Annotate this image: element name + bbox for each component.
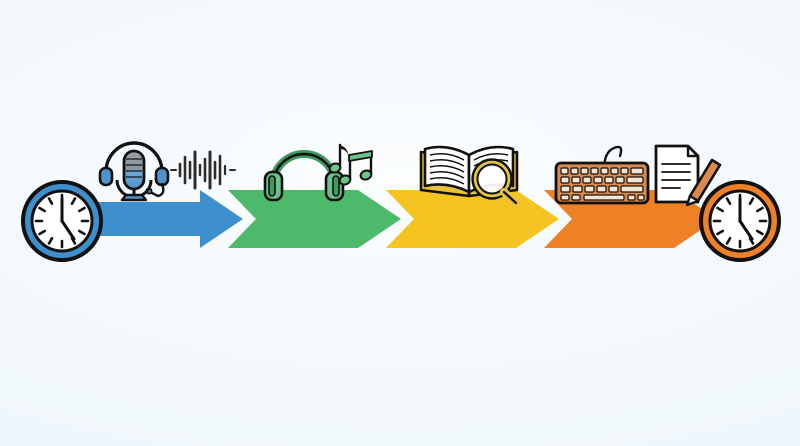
arrow-step-3 [386,190,559,248]
type-transcript-icon [554,144,722,207]
music-note-icon [328,143,348,174]
clock-hour-hand [738,219,754,241]
magnifying-glass-icon [471,158,520,207]
arrow-step-2 [228,190,401,248]
arrow-step-1 [66,190,243,248]
document-icon [654,144,700,204]
end-clock [699,180,781,262]
listen-playback-icon [263,143,373,202]
arrow-step-4 [544,190,717,248]
review-text-icon [419,145,520,207]
document-text-lines [661,163,691,189]
microphone-icon [115,149,153,202]
headset-icon [104,141,164,173]
book-text-lines [429,153,509,185]
keyboard-icon [554,161,650,205]
start-clock [21,180,103,262]
audio-waveform-icon [170,150,236,190]
beamed-music-notes-icon [338,150,373,186]
clock-hour-hand [60,219,76,241]
pencil-icon [685,158,722,207]
record-audio-icon [98,141,236,202]
